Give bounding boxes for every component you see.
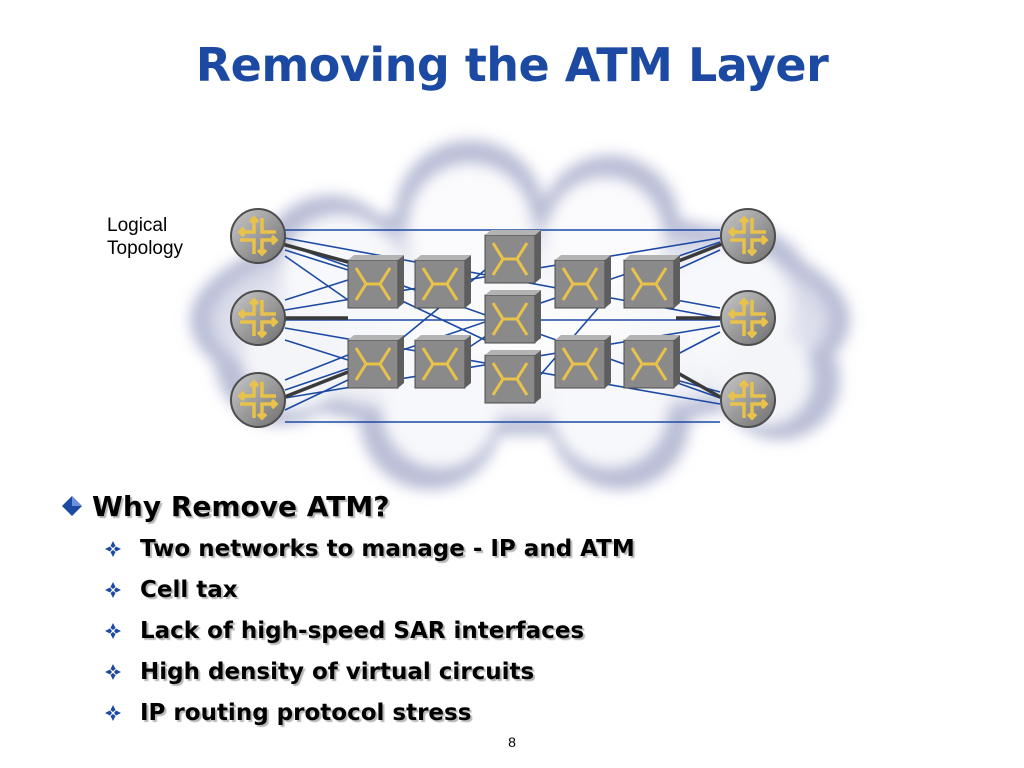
atm-switch-icon xyxy=(347,255,404,309)
atm-switch-icon xyxy=(484,290,541,344)
main-bullet: Why Remove ATM? xyxy=(52,486,635,526)
sub-bullet: Lack of high-speed SAR interfaces xyxy=(104,610,635,651)
page-number: 8 xyxy=(508,734,516,750)
atm-switch-icon xyxy=(347,335,404,389)
routers xyxy=(230,208,776,428)
sub-bullet-text: High density of virtual circuits xyxy=(140,658,535,685)
router-icon xyxy=(230,372,286,428)
label-line: Topology xyxy=(107,238,184,259)
sub-bullet-text: Lack of high-speed SAR interfaces xyxy=(140,617,585,644)
router-icon xyxy=(230,290,286,346)
sub-bullet-text: Two networks to manage - IP and ATM xyxy=(140,535,635,562)
atm-switches xyxy=(347,230,680,404)
router-icon xyxy=(720,208,776,264)
sub-bullet-text: Cell tax xyxy=(140,576,238,603)
slide-title: Removing the ATM Layer xyxy=(195,38,829,92)
atm-switch-icon xyxy=(484,350,541,404)
logical-topology-label: Logical Topology xyxy=(107,214,183,260)
main-bullet-text: Why Remove ATM? xyxy=(92,489,390,523)
atm-switch-icon xyxy=(623,255,680,309)
atm-switch-icon xyxy=(484,230,541,284)
sub-bullets-container: Two networks to manage - IP and ATM Cell… xyxy=(52,528,635,733)
atm-switch-icon xyxy=(414,335,471,389)
atm-switch-icon xyxy=(554,255,611,309)
four-diamond-bullet-icon xyxy=(104,622,140,640)
router-icon xyxy=(720,290,776,346)
atm-switch-icon xyxy=(414,255,471,309)
four-diamond-bullet-icon xyxy=(104,581,140,599)
sub-bullet: Two networks to manage - IP and ATM xyxy=(104,528,635,569)
bullet-list: Why Remove ATM? Two networks to manage -… xyxy=(52,486,635,733)
router-icon xyxy=(720,372,776,428)
atm-switch-icon xyxy=(623,335,680,389)
sub-bullet: Cell tax xyxy=(104,569,635,610)
trunk-links xyxy=(281,242,723,400)
sub-bullet: IP routing protocol stress xyxy=(104,692,635,733)
label-line: Logical xyxy=(107,215,168,236)
sub-bullet-text: IP routing protocol stress xyxy=(140,699,472,726)
sub-bullet: High density of virtual circuits xyxy=(104,651,635,692)
diamond-bullet-icon xyxy=(52,495,92,517)
sub-bullet-list: Two networks to manage - IP and ATM Cell… xyxy=(104,528,635,733)
four-diamond-bullet-icon xyxy=(104,704,140,722)
four-diamond-bullet-icon xyxy=(104,663,140,681)
atm-switch-icon xyxy=(554,335,611,389)
router-icon xyxy=(230,208,286,264)
four-diamond-bullet-icon xyxy=(104,540,140,558)
